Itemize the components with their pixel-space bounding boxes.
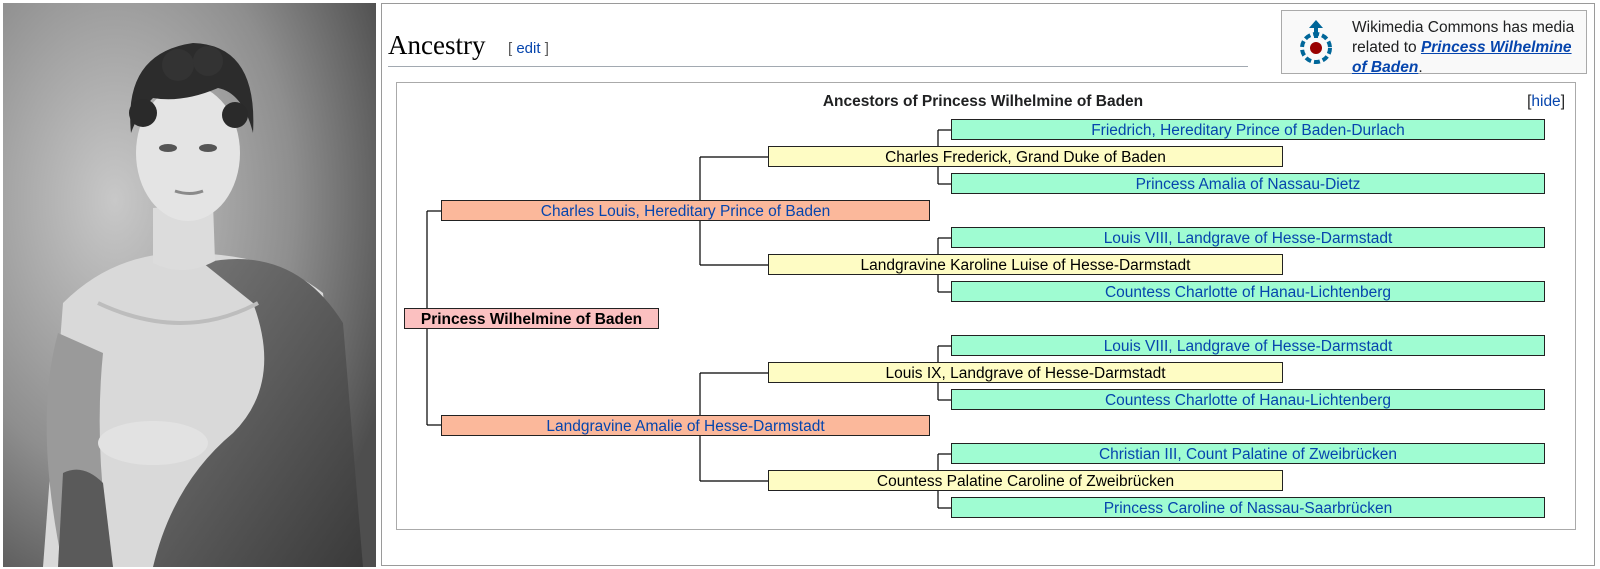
tree-node-parent[interactable]: Landgravine Amalie of Hesse-Darmstadt [441,415,930,436]
tree-node-great-grandparent[interactable]: Friedrich, Hereditary Prince of Baden-Du… [951,119,1545,140]
tree-node-parent[interactable]: Charles Louis, Hereditary Prince of Bade… [441,200,930,221]
tree-node-great-grandparent[interactable]: Princess Caroline of Nassau-Saarbrücken [951,497,1545,518]
edit-link[interactable]: edit [516,40,541,57]
commons-suffix: . [1418,59,1423,76]
section-heading: Ancestry [ edit ] [388,30,1248,67]
tree-node-great-grandparent[interactable]: Louis VIII, Landgrave of Hesse-Darmstadt [951,227,1545,248]
tree-node-grandparent[interactable]: Louis IX, Landgrave of Hesse-Darmstadt [768,362,1283,383]
hide-bracket-close: ] [1560,93,1565,110]
tree-node-grandparent[interactable]: Charles Frederick, Grand Duke of Baden [768,146,1283,167]
edit-bracket-open: [ [508,40,513,57]
ancestry-tree: Ancestors of Princess Wilhelmine of Bade… [396,82,1576,530]
commons-description: Wikimedia Commons has media related to [1352,19,1575,56]
article-content: Ancestry [ edit ] Wikimedia Commons has … [381,3,1595,566]
portrait-drawing [3,3,376,567]
hide-link[interactable]: hide [1531,93,1561,110]
portrait-image [3,3,376,567]
commons-link[interactable]: Princess Wilhelmine of Baden [1352,39,1572,76]
tree-hide: [hide] [1527,93,1565,111]
tree-node-great-grandparent[interactable]: Countess Charlotte of Hanau-Lichtenberg [951,389,1545,410]
hide-bracket-open: [ [1527,93,1532,110]
edit-bracket-close: ] [544,40,549,57]
tree-node-grandparent[interactable]: Landgravine Karoline Luise of Hesse-Darm… [768,254,1283,275]
tree-node-root: Princess Wilhelmine of Baden [404,308,659,329]
tree-node-great-grandparent[interactable]: Christian III, Count Palatine of Zweibrü… [951,443,1545,464]
commons-box: Wikimedia Commons has media related to P… [1281,10,1587,76]
tree-title: Ancestors of Princess Wilhelmine of Bade… [822,93,1144,110]
commons-text: Wikimedia Commons has media related to P… [1352,18,1582,78]
tree-node-great-grandparent[interactable]: Countess Charlotte of Hanau-Lichtenberg [951,281,1545,302]
section-title: Ancestry [388,30,486,60]
tree-node-grandparent[interactable]: Countess Palatine Caroline of Zweibrücke… [768,470,1283,491]
tree-node-great-grandparent[interactable]: Princess Amalia of Nassau-Dietz [951,173,1545,194]
wikimedia-commons-icon [1300,20,1332,64]
tree-node-great-grandparent[interactable]: Louis VIII, Landgrave of Hesse-Darmstadt [951,335,1545,356]
section-edit: [ edit ] [508,40,549,57]
